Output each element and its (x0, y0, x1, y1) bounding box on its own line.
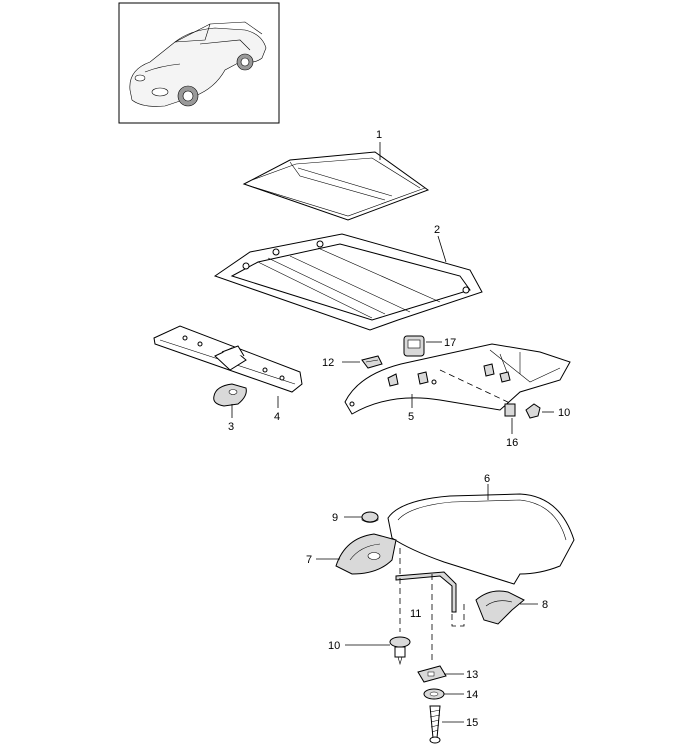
part-15-screw (429, 705, 441, 744)
callout-2: 2 (434, 224, 440, 236)
part-3-pad (213, 383, 247, 407)
part-4-bracket-rail (153, 325, 303, 393)
part-9-cap (361, 511, 379, 523)
part-7-trim-left (335, 533, 397, 575)
callout-15: 15 (466, 717, 478, 729)
leader-lines (231, 142, 554, 723)
callout-3: 3 (228, 421, 234, 433)
callout-1: 1 (376, 129, 382, 141)
part-11-strip (395, 571, 457, 613)
callout-17: 17 (444, 337, 456, 349)
callout-5: 5 (408, 411, 414, 423)
part-10-fastener-upper (525, 403, 541, 419)
vehicle-thumbnail (118, 2, 280, 124)
callout-8: 8 (542, 599, 548, 611)
callout-7: 7 (306, 554, 312, 566)
callout-11: 11 (410, 608, 421, 620)
callout-6: 6 (484, 473, 490, 485)
part-14-washer (423, 688, 445, 700)
part-13-nut (417, 665, 447, 683)
part-12-clip (361, 355, 383, 369)
part-17-clip (403, 335, 425, 357)
part-1-roof-panel (242, 151, 430, 221)
assembly-lines (399, 548, 465, 664)
callout-16: 16 (506, 437, 518, 449)
part-6-cover (387, 493, 575, 585)
callout-4: 4 (274, 411, 280, 423)
callout-13: 13 (466, 669, 478, 681)
part-5-side-trim (344, 343, 571, 415)
part-16-clip (504, 403, 516, 417)
callout-10-upper: 10 (558, 407, 570, 419)
callout-10-lower: 10 (328, 640, 340, 652)
callout-14: 14 (466, 689, 478, 701)
part-10-fastener-lower (389, 636, 411, 666)
part-2-roof-frame (213, 233, 483, 331)
callout-12: 12 (322, 357, 334, 369)
part-8-trim-right (475, 590, 525, 625)
callouts: 1 2 3 4 5 17 12 10 16 6 9 7 8 11 10 13 1… (228, 129, 570, 729)
callout-9: 9 (332, 512, 338, 524)
